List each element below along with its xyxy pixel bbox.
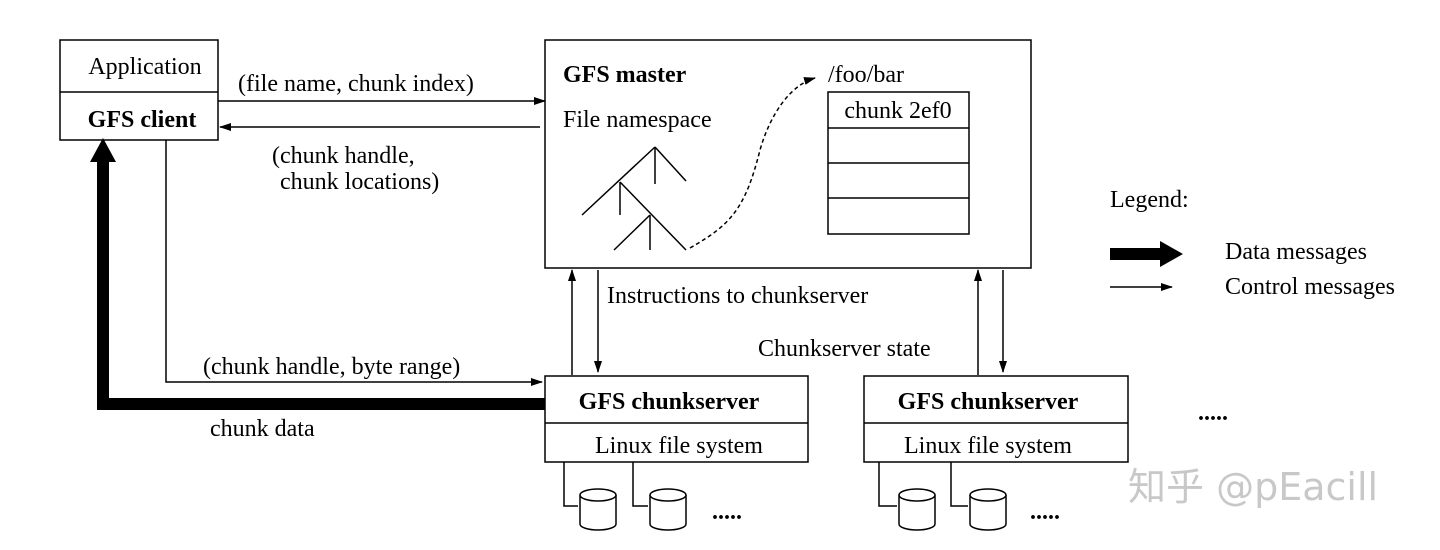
- chunkserver-2: GFS chunkserver Linux file system .....: [863, 375, 1129, 531]
- legend: Legend: Data messages Control messages: [1110, 187, 1395, 300]
- legend-data-label: Data messages: [1225, 239, 1367, 265]
- more-disks-ellipsis: .....: [712, 499, 742, 525]
- request-label: (file name, chunk index): [238, 71, 474, 97]
- chunk-data-arrow: [97, 160, 545, 410]
- more-disks-ellipsis: .....: [1030, 499, 1060, 525]
- chunkserver-1-fs-label: Linux file system: [595, 433, 763, 459]
- chunkserver-state-label: Chunkserver state: [758, 336, 931, 362]
- chunk-table: chunk 2ef0: [827, 91, 970, 235]
- gfs-client-label: GFS client: [88, 107, 197, 133]
- chunk-data-label: chunk data: [210, 416, 315, 442]
- legend-title: Legend:: [1110, 187, 1189, 213]
- chunkserver-2-fs-label: Linux file system: [904, 433, 1072, 459]
- disk-icon: [898, 488, 936, 531]
- dashed-pointer-arrow: [689, 77, 816, 249]
- chunk-handle-label: chunk 2ef0: [844, 98, 951, 124]
- chunk-data-arrowhead: [90, 138, 116, 162]
- chunkserver-2-title: GFS chunkserver: [898, 389, 1079, 415]
- file-path-label: /foo/bar: [828, 62, 904, 88]
- data-request-label: (chunk handle, byte range): [203, 354, 460, 380]
- disk-icon: [969, 488, 1007, 531]
- client-box: Application GFS client: [59, 39, 219, 141]
- namespace-tree: [581, 146, 687, 251]
- more-chunkservers-ellipsis: .....: [1198, 400, 1228, 426]
- reply-label-line1: (chunk handle,: [272, 143, 415, 169]
- legend-control-label: Control messages: [1225, 274, 1395, 300]
- reply-label-line2: chunk locations): [280, 169, 439, 195]
- disk-icon: [649, 488, 687, 531]
- instructions-label: Instructions to chunkserver: [607, 283, 868, 309]
- chunkserver-1-title: GFS chunkserver: [579, 389, 760, 415]
- chunkserver-1: GFS chunkserver Linux file system .....: [544, 375, 809, 531]
- data-request-arrow: [165, 140, 543, 386]
- master-box: GFS master File namespace /foo/bar chunk…: [544, 39, 1032, 269]
- namespace-label: File namespace: [563, 107, 712, 133]
- disk-icon: [579, 488, 617, 531]
- application-label: Application: [88, 54, 201, 80]
- master-title: GFS master: [563, 62, 687, 88]
- watermark: 知乎 @pEacill: [1128, 465, 1378, 509]
- legend-data-arrowhead: [1160, 241, 1183, 267]
